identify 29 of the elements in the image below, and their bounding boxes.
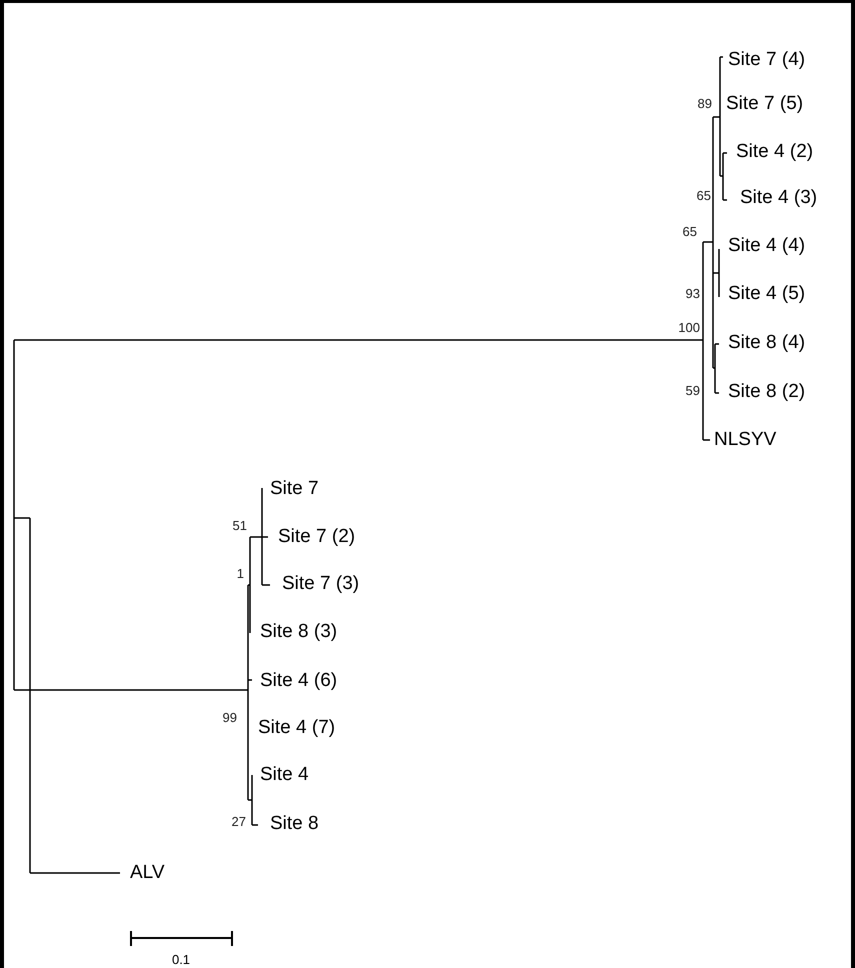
bootstrap-value: 59: [686, 384, 700, 397]
bootstrap-value: 99: [222, 711, 237, 724]
taxon-label: Site 4 (4): [728, 236, 806, 255]
taxon-label: ALV: [130, 863, 165, 882]
taxon-label: Site 7 (4): [728, 50, 806, 69]
taxon-label: Site 8 (3): [260, 622, 338, 641]
bootstrap-value: 65: [696, 189, 711, 202]
bootstrap-value: 27: [232, 815, 246, 828]
bootstrap-value: 89: [698, 97, 712, 110]
taxon-label: Site 8 (4): [728, 333, 806, 352]
taxon-label: Site 4 (5): [728, 284, 806, 303]
bootstrap-value: 93: [686, 287, 700, 300]
taxon-label: Site 4 (7): [258, 718, 336, 737]
bootstrap-value: 100: [678, 321, 700, 334]
taxon-label: Site 4 (3): [740, 188, 818, 207]
taxon-label: Site 8: [270, 814, 319, 833]
taxon-label: NLSYV: [714, 430, 776, 449]
taxon-label: Site 7 (5): [726, 94, 804, 113]
bootstrap-value: 1: [236, 567, 244, 580]
taxon-label: Site 8 (2): [728, 382, 806, 401]
taxon-label: Site 7: [270, 479, 319, 498]
taxon-label: Site 7 (3): [282, 574, 360, 593]
scale-label: 0.1: [172, 953, 190, 966]
taxon-label: Site 4 (6): [260, 671, 338, 690]
taxon-label: Site 7 (2): [278, 527, 356, 546]
taxon-label: Site 4 (2): [736, 142, 814, 161]
bootstrap-value: 51: [232, 519, 247, 532]
taxon-label: Site 4: [260, 765, 309, 784]
bootstrap-value: 65: [682, 225, 697, 238]
